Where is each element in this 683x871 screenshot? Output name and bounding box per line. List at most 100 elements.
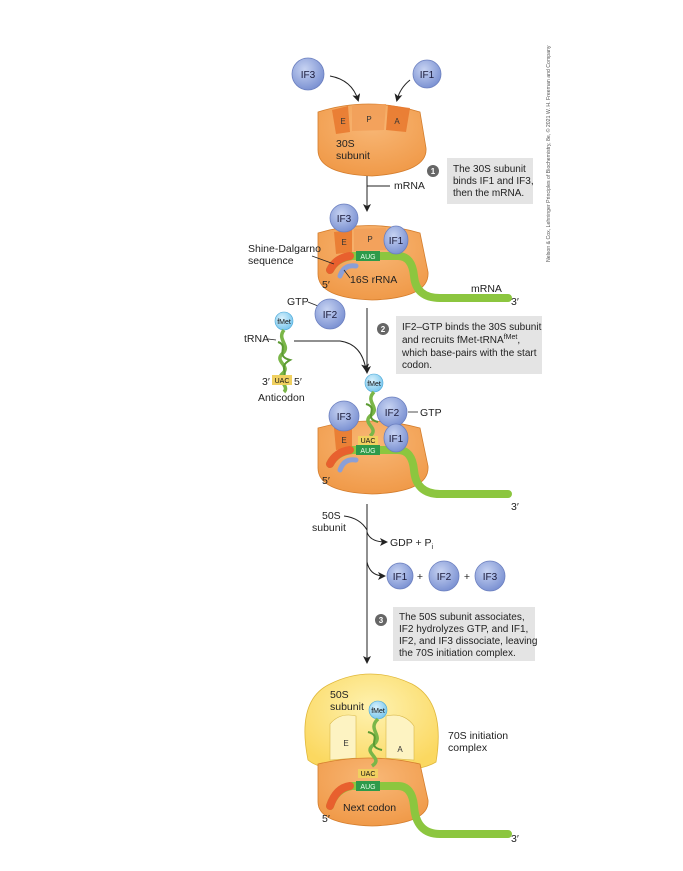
plus-2: + xyxy=(464,571,470,583)
shine-dalgarno-segment-3 xyxy=(326,446,354,468)
stage-4: E A 50S subunit AUG fMet UAC Next codon … xyxy=(304,673,519,845)
site-e-1: E xyxy=(340,117,345,126)
five-prime-3: 5′ xyxy=(322,475,330,487)
stage-2: E P AUG IF3 IF1 Shine-Dalgarno sequence … xyxy=(248,203,519,308)
subunit-30s-label-line1: 30S xyxy=(336,138,355,150)
step-3-line3: IF2, and IF3 dissociate, leaving xyxy=(399,636,537,647)
rrna-16s-2 xyxy=(337,263,359,279)
step-1-line3: then the mRNA. xyxy=(453,188,524,199)
gdp-label: GDP + Pi xyxy=(390,537,434,551)
step-3-note: 3 The 50S subunit associates, IF2 hydrol… xyxy=(375,607,537,661)
subunit-50s-left-line2: subunit xyxy=(312,522,346,534)
step-3-number: 3 xyxy=(379,616,384,625)
anticodon-label: Anticodon xyxy=(258,392,305,404)
trna-arrow xyxy=(294,340,370,372)
aug-codon-3 xyxy=(356,445,380,455)
step-1-note: 1 The 30S subunit binds IF1 and IF3, the… xyxy=(427,158,534,204)
five-prime-trna: 5′ xyxy=(294,376,302,388)
stage-1: IF3 IF1 E P A 30S subunit 1 The 30S subu… xyxy=(291,57,534,212)
uac-label-4: UAC xyxy=(361,771,376,778)
gdp-main: GDP + P xyxy=(390,537,432,549)
step-3-inputs: 50S subunit GDP + Pi IF1 + IF2 + IF3 xyxy=(312,504,506,664)
rrna-16s-3 xyxy=(337,457,359,473)
site-p-1: P xyxy=(366,115,371,124)
trna-bound-4: fMet UAC xyxy=(358,700,388,778)
site-e-3: E xyxy=(341,436,346,445)
if2-factor-1: IF2 xyxy=(314,298,346,330)
if3-released-label: IF3 xyxy=(483,572,498,583)
if3-factor-2: IF3 xyxy=(329,203,359,233)
gtp-pointer xyxy=(307,301,319,307)
factors-release-arrow xyxy=(366,561,386,580)
if3-label-3: IF3 xyxy=(337,412,352,423)
uac-label-3: UAC xyxy=(361,438,376,445)
if1-label: IF1 xyxy=(420,70,435,81)
if3-factor-3: IF3 xyxy=(328,400,360,432)
if1-released: IF1 xyxy=(386,562,414,590)
shine-dalgarno-pointer xyxy=(311,255,335,265)
subunit-30s-label-line2: subunit xyxy=(336,150,370,162)
subunit-50s-top-line2: subunit xyxy=(330,701,364,713)
mrna-label-2: mRNA xyxy=(471,283,502,295)
subunit-50s-left-line1: 50S xyxy=(322,510,341,522)
step-2-inputs: GTP IF2 fMet UAC tRNA 3′ 5′ Anticodon xyxy=(244,296,371,404)
subunit-50s: E A xyxy=(304,673,439,773)
aug-codon-2 xyxy=(356,251,380,261)
trna-label: tRNA xyxy=(244,333,269,345)
five-prime-2: 5′ xyxy=(322,279,330,291)
trna-free: fMet UAC xyxy=(272,311,294,394)
rrna-16s-label: 16S rRNA xyxy=(350,274,397,286)
gtp-label-1: GTP xyxy=(287,296,309,308)
step-2-number: 2 xyxy=(381,325,386,334)
three-prime-4: 3′ xyxy=(511,833,519,845)
stage-3: E AUG fMet UAC IF3 IF2 IF1 GTP 5′ 3 xyxy=(317,373,519,513)
five-prime-4: 5′ xyxy=(322,813,330,825)
gtp-label-3: GTP xyxy=(420,407,442,419)
step-2-line3: which base-pairs with the start xyxy=(401,348,537,359)
site-p-2: P xyxy=(367,235,372,244)
site-e-2: E xyxy=(341,238,346,247)
if1-released-label: IF1 xyxy=(393,572,408,583)
step-2-note: 2 IF2–GTP binds the 30S subunit and recr… xyxy=(377,316,542,374)
credit-text: Nelson & Cox, Lehninger Principles of Bi… xyxy=(545,45,552,262)
if3-arrow xyxy=(329,75,361,102)
uac-free-label: UAC xyxy=(275,378,290,385)
if2-factor-3: IF2 xyxy=(376,396,408,428)
aug-label-2: AUG xyxy=(360,254,375,261)
step-2-line4: codon. xyxy=(402,360,432,371)
if1-arrow xyxy=(394,79,411,102)
if1-label-3: IF1 xyxy=(389,434,404,445)
if2-label-3: IF2 xyxy=(385,408,400,419)
step-2-line2: and recruits fMet-tRNAfMet, xyxy=(402,334,520,346)
step-1-line2: binds IF1 and IF3, xyxy=(453,176,534,187)
aug-label-4: AUG xyxy=(360,784,375,791)
site-a-1: A xyxy=(394,117,400,126)
trna-pointer xyxy=(267,338,277,341)
subunit-50s-join-line xyxy=(343,515,368,531)
subunit-50s-top-line1: 50S xyxy=(330,689,349,701)
fmet-label-4: fMet xyxy=(371,708,385,715)
site-a-4: A xyxy=(397,745,403,754)
step-1-line1: The 30S subunit xyxy=(453,164,526,175)
if3-factor-top: IF3 xyxy=(291,57,325,91)
if3-released: IF3 xyxy=(474,560,506,592)
three-prime-3: 3′ xyxy=(511,501,519,513)
if2-label-1: IF2 xyxy=(323,310,338,321)
aug-codon-4 xyxy=(356,781,380,791)
gdp-arrow xyxy=(366,531,388,546)
if1-factor-top: IF1 xyxy=(412,59,442,89)
shine-dalgarno-label-line1: Shine-Dalgarno xyxy=(248,243,321,255)
step-2-line1: IF2–GTP binds the 30S subunit xyxy=(402,322,542,333)
if1-factor-2: IF1 xyxy=(383,225,409,255)
shine-dalgarno-label-line2: sequence xyxy=(248,255,294,267)
step-2-superscript: fMet xyxy=(504,334,518,341)
fmet-label-1: fMet xyxy=(277,319,291,326)
trna-bound-3: fMet UAC xyxy=(358,373,384,445)
site-e-4: E xyxy=(343,739,348,748)
step-2-line2-main: and recruits fMet-tRNA xyxy=(402,335,504,346)
if2-released: IF2 xyxy=(428,560,460,592)
if1-label-2: IF1 xyxy=(389,236,404,247)
complex-70s-line1: 70S initiation xyxy=(448,730,508,742)
step-1-number: 1 xyxy=(431,167,436,176)
three-prime-2: 3′ xyxy=(511,296,519,308)
